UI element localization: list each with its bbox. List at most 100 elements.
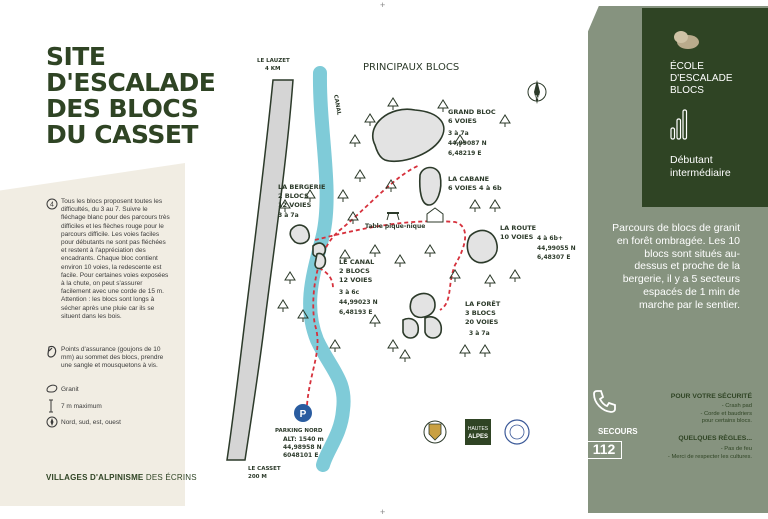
tree-icon <box>385 179 397 192</box>
boulder-icon <box>674 31 699 49</box>
tree-icon <box>369 314 381 327</box>
secours-label: SECOURS <box>598 427 638 436</box>
parking-name: PARKING NORD <box>275 428 323 434</box>
info-anchors-text: Points d'assurance (goujons de 10 mm) au… <box>61 346 164 370</box>
picnic-table <box>386 212 400 221</box>
red-trail <box>306 164 421 406</box>
hautes-alpes-logo: HAUTES ALPES <box>465 419 491 445</box>
tree-icon <box>489 199 501 212</box>
lauzet-label: LE LAUZET <box>257 58 290 64</box>
info-orientation-text: Nord, sud, est, ouest <box>61 419 121 426</box>
tree-icon <box>394 254 406 267</box>
bloc-routes: 12 VOIES <box>339 276 373 284</box>
compass-icon <box>46 416 58 428</box>
bloc-grade: 3 à 7a <box>469 330 490 337</box>
height-icon <box>49 399 53 413</box>
tree-icon <box>297 309 309 322</box>
school-name-line: D'ESCALADE <box>670 73 733 84</box>
bloc-name: LE CANAL <box>339 258 374 266</box>
boulder <box>466 229 498 264</box>
lauzet-distance: 4 KM <box>265 66 280 72</box>
bloc-name: LA CABANE <box>448 175 489 183</box>
tree-icon <box>277 299 289 312</box>
security-item: pour certains blocs. <box>701 418 752 424</box>
tree-icon <box>459 344 471 357</box>
tree-icon <box>509 269 521 282</box>
parking-lat: 44,98958 N <box>283 444 322 451</box>
tree-icon <box>437 99 449 112</box>
boulder <box>402 317 420 339</box>
north-compass: N <box>527 80 547 104</box>
school-name: ÉCOLE D'ESCALADE BLOCS <box>670 61 733 97</box>
bloc-grade: 3 à 7a <box>448 130 469 137</box>
security-item: - Crash pad <box>721 403 752 409</box>
alpes-label: ALPES <box>468 434 488 440</box>
bloc-grade: 3 à 6c <box>339 289 360 296</box>
boulder <box>372 108 445 163</box>
bloc-name: LA ROUTE <box>500 224 536 232</box>
villages-rest: DES ÉCRINS <box>143 473 197 482</box>
casset-label: LE CASSET <box>248 466 281 472</box>
boulder <box>314 252 327 270</box>
map-heading: PRINCIPAUX BLOCS <box>363 62 459 73</box>
tree-icon <box>499 114 511 127</box>
phone-icon <box>593 390 616 413</box>
parking-alt: ALT: 1540 m <box>283 436 324 443</box>
villages-bold: VILLAGES D'ALPINISME <box>46 473 144 482</box>
tree-icon <box>364 113 376 126</box>
tree-icon <box>349 134 361 147</box>
bloc-grade: 3 à 7a <box>278 212 299 219</box>
security-item: - Corde et baudriers <box>700 410 752 417</box>
boulder <box>409 292 436 319</box>
info-rock-text: Granit <box>61 386 79 393</box>
tree-icon <box>469 199 481 212</box>
level-icon: 4 <box>46 198 58 210</box>
tree-icon <box>354 169 366 182</box>
school-name-line: ÉCOLE <box>670 61 704 72</box>
parking-icon <box>294 404 312 422</box>
difficulty-bars-icon <box>670 109 688 140</box>
north-label: N <box>535 95 539 101</box>
tree-icon <box>387 97 399 110</box>
school-badge: ÉCOLE D'ESCALADE BLOCS Débutant interméd… <box>642 8 768 207</box>
canal-river <box>303 66 351 472</box>
tree-icon <box>284 271 296 284</box>
security-list: - Crash pad - Corde et baudriers pour ce… <box>620 403 752 426</box>
bloc-lon: 6,48219 E <box>448 150 482 157</box>
rules-list: - Pas de feu - Merci de respecter les cu… <box>620 446 752 461</box>
bloc-routes: 20 VOIES <box>465 318 499 326</box>
title-line: DU CASSET <box>46 120 198 149</box>
crop-mark: + <box>380 507 386 517</box>
bloc-routes: 6 VOIES 4 à 6b <box>448 184 502 192</box>
tree-icon <box>304 189 316 202</box>
boulders <box>289 108 498 339</box>
villages-footer: VILLAGES D'ALPINISME DES ÉCRINS <box>46 473 197 482</box>
tree-icon <box>399 349 411 362</box>
bloc-name: LA FORÊT <box>465 299 501 308</box>
bloc-lat: 44,99055 N <box>537 245 576 252</box>
bloc-lat: 44,99087 N <box>448 140 487 147</box>
tree-icon <box>337 189 349 202</box>
info-blocks-text: Tous les blocs proposent toutes les diff… <box>61 198 170 320</box>
bloc-routes: 10 VOIES <box>500 233 534 241</box>
info-panel <box>0 163 185 506</box>
boulder <box>418 166 442 206</box>
crop-mark: + <box>380 0 386 10</box>
emergency-number: 112 <box>586 441 622 459</box>
school-level: Débutant intermédiaire <box>670 154 731 180</box>
cabin <box>426 207 444 223</box>
bloc-name: LA BERGERIE <box>278 183 325 191</box>
ecrins-park-logo <box>504 419 530 445</box>
boulder <box>424 316 443 339</box>
parking-lon: 6048101 E <box>283 452 318 459</box>
tree-icon <box>484 274 496 287</box>
carabiner-icon <box>47 345 57 358</box>
bloc-routes: 12 VOIES <box>278 201 312 209</box>
bloc-lat: 44,99023 N <box>339 299 378 306</box>
hautes-label: HAUTES <box>468 426 489 432</box>
svg-text:4: 4 <box>50 202 54 209</box>
tree-icon <box>449 269 461 282</box>
road <box>226 79 294 461</box>
bloc-count: 2 BLOCS <box>339 267 370 275</box>
tree-icon <box>479 344 491 357</box>
